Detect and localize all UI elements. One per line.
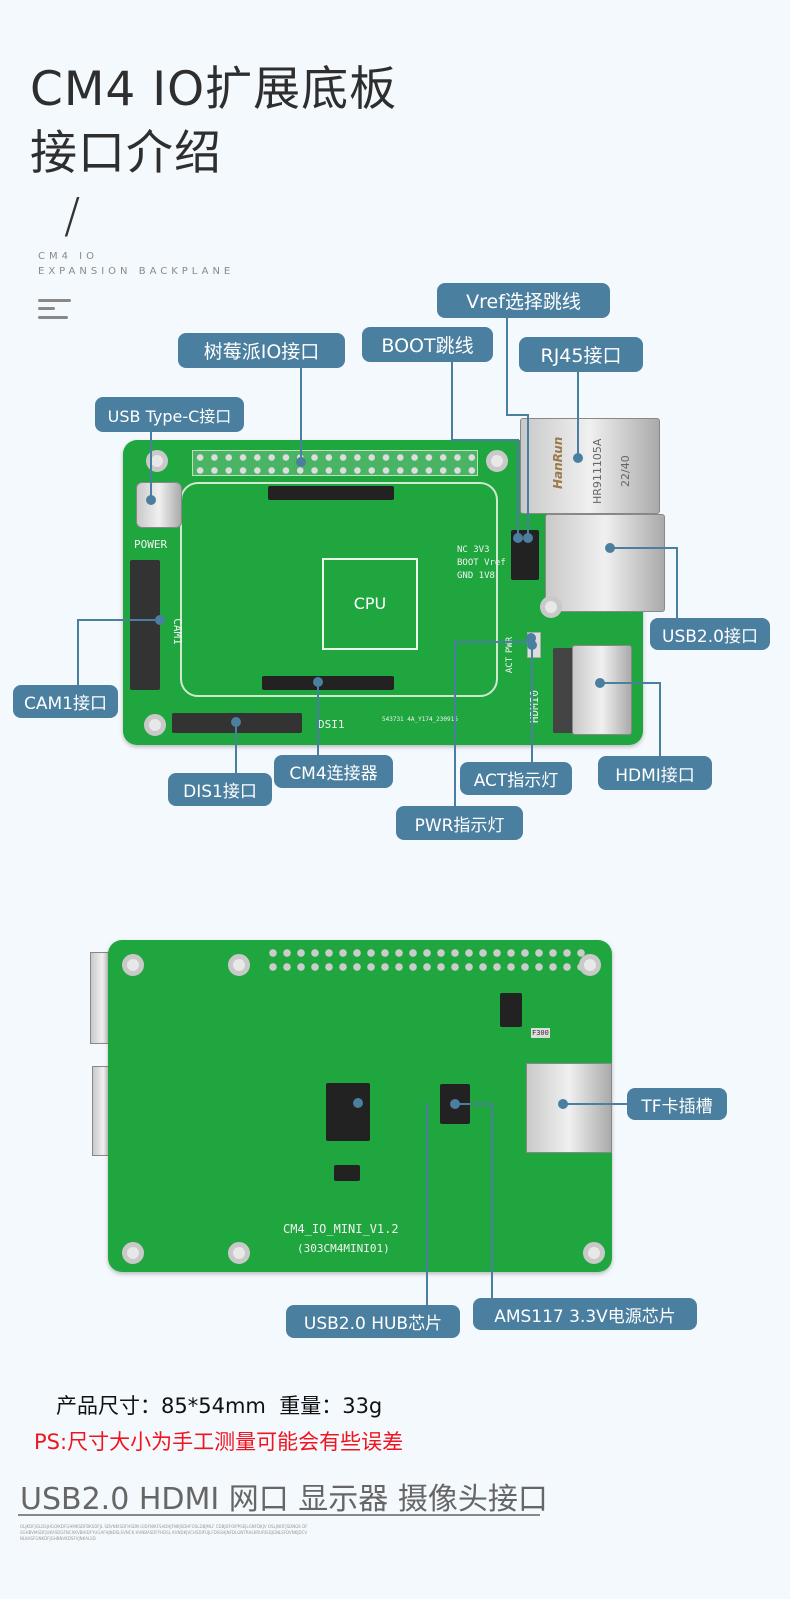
usb2-port — [545, 514, 665, 612]
label-act-led: ACT指示灯 — [460, 762, 572, 795]
cpu-outline: CPU — [322, 558, 418, 650]
silk-pwr: PWR — [505, 636, 516, 654]
label-usb-hub: USB2.0 HUB芯片 — [286, 1305, 460, 1338]
english-subtitle-1: CM4 IO — [38, 251, 98, 262]
features-heading: USB2.0 HDMI 网口 显示器 摄像头接口 — [20, 1482, 548, 1517]
boot-vref-jumper — [511, 530, 539, 580]
label-ams1117: AMS117 3.3V电源芯片 — [473, 1298, 697, 1330]
label-usb2: USB2.0接口 — [650, 618, 770, 650]
cm4-connector-bottom — [262, 676, 394, 690]
silk-jumper-1: NC 3V3 — [457, 545, 490, 555]
label-cm4-connector: CM4连接器 — [274, 755, 393, 788]
silk-board-code: (303CM4MINI01) — [297, 1242, 390, 1255]
silk-hdmi: HDMI0 — [528, 689, 542, 724]
rj45-date: 22/40 — [619, 455, 632, 487]
label-pwr-led: PWR指示灯 — [396, 806, 523, 840]
dsi1-connector — [172, 713, 302, 733]
rj45-model: HR911105A — [591, 438, 604, 504]
usb-c-port — [136, 482, 182, 528]
label-vref-jumper: Vref选择跳线 — [437, 283, 610, 318]
size-weight-spec: 产品尺寸：85*54mm 重量：33g — [56, 1394, 383, 1418]
silk-board-name: CM4_IO_MINI_V1.2 — [283, 1222, 399, 1236]
fine-print: OLJKDFJGLDSJHGOIKDFGHMKSDFBKSDFJL SDVNKI… — [20, 1524, 308, 1541]
label-hdmi: HDMI接口 — [598, 756, 712, 790]
label-tf-slot: TF卡插槽 — [627, 1088, 727, 1120]
page-title: CM4 IO扩展底板 — [30, 62, 398, 117]
label-usb-c: USB Type-C接口 — [95, 397, 244, 432]
cam1-connector — [130, 560, 160, 690]
tf-card-slot — [526, 1063, 612, 1153]
silk-jumper-2: BOOT Vref — [457, 558, 506, 568]
english-subtitle-2: EXPANSION BACKPLANE — [38, 266, 235, 277]
label-dsi1: DIS1接口 — [168, 773, 272, 806]
silk-power: POWER — [134, 538, 168, 551]
rj45-brand: HanRun — [551, 436, 565, 489]
label-boot-jumper: BOOT跳线 — [362, 327, 493, 362]
page-subtitle: 接口介绍 — [30, 126, 222, 181]
cm4-connector-top — [268, 486, 394, 500]
label-gpio-header: 树莓派IO接口 — [178, 333, 345, 368]
led-pair — [527, 632, 541, 658]
silk-act: ACT — [505, 656, 516, 674]
slash-decoration: / — [64, 188, 81, 244]
silk-dsi1: DSI1 — [318, 718, 345, 731]
divider — [18, 1514, 540, 1516]
label-cam1: CAM1接口 — [13, 685, 118, 718]
diode — [500, 993, 522, 1027]
silk-cpu: CPU — [353, 594, 387, 613]
silk-f300: F300 — [531, 1028, 550, 1038]
silk-jumper-3: GND 1V8 — [457, 571, 495, 581]
gpio-header — [192, 450, 478, 476]
gpio-through-holes — [266, 946, 586, 974]
usb-hub-chip — [326, 1083, 370, 1141]
ams1117-chip — [440, 1084, 470, 1124]
silk-cam1: CAM1 — [170, 618, 184, 645]
label-rj45: RJ45接口 — [519, 337, 643, 372]
hdmi-port — [572, 645, 632, 735]
rj45-jack: HanRun HR911105A 22/40 — [520, 418, 660, 514]
silk-part-no: 543731 4A_Y174_230916 — [382, 716, 458, 723]
measurement-note: PS:尺寸大小为手工测量可能会有些误差 — [34, 1430, 404, 1454]
small-chip — [334, 1165, 360, 1181]
